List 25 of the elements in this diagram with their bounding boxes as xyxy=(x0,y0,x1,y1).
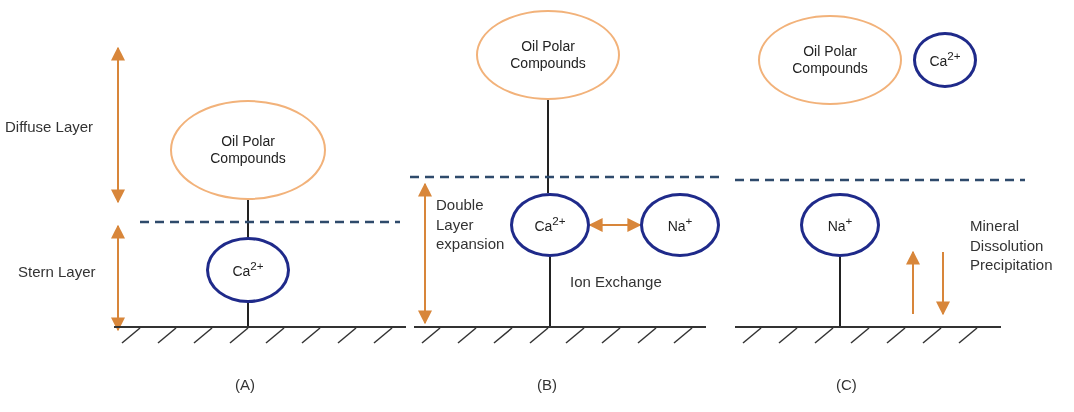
annotation-text: Diffuse Layer xyxy=(5,117,95,137)
connector-line xyxy=(247,199,249,238)
compound-label: Oil Polar Compounds xyxy=(791,42,869,78)
connector-line xyxy=(839,256,841,328)
ion-label: Ca$^{2+}$ xyxy=(232,259,264,281)
ground-surface xyxy=(414,325,706,345)
compound-label: Oil Polar Compounds xyxy=(509,37,587,73)
annotation-text: Double Layer expansion xyxy=(436,195,506,254)
panel-label: (B) xyxy=(537,375,558,395)
ground-surface xyxy=(114,325,406,345)
ion-label: Na$^{+}$ xyxy=(827,214,853,236)
connector-line xyxy=(247,302,249,328)
ion-label: Ca$^{2+}$ xyxy=(929,49,961,71)
annotation-text: Mineral Dissolution Precipitation xyxy=(970,216,1054,275)
panel-label: (A) xyxy=(235,375,256,395)
connector-line xyxy=(549,256,551,328)
double-arrow xyxy=(588,218,642,232)
ion-label: Na$^{+}$ xyxy=(667,214,693,236)
annotation-text: Ion Exchange xyxy=(570,272,663,292)
connector-line xyxy=(547,99,549,194)
panel-label: (C) xyxy=(836,375,858,395)
ground-surface xyxy=(735,325,1001,345)
compound-label: Oil Polar Compounds xyxy=(209,132,287,168)
annotation-text: Stern Layer xyxy=(18,262,97,282)
ion-label: Ca$^{2+}$ xyxy=(534,214,566,236)
